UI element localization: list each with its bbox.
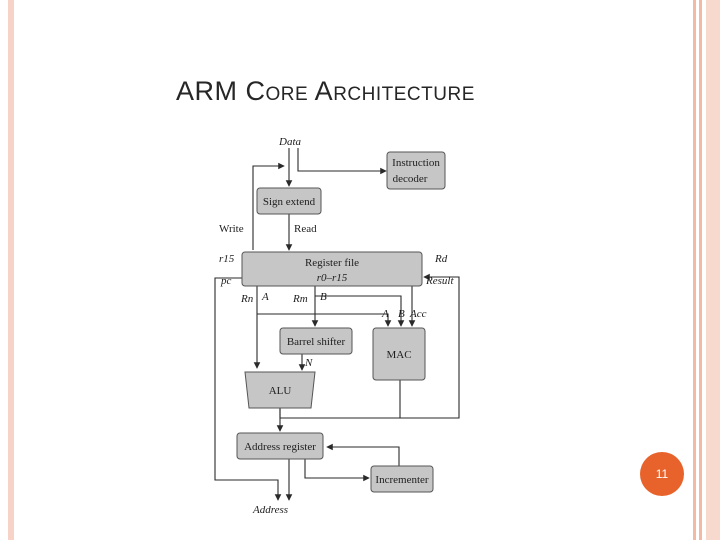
alu-block: ALU [244, 371, 316, 409]
left-frame-stripe [8, 0, 14, 540]
label-result: Result [425, 275, 454, 287]
title-part: ARM [176, 76, 246, 106]
wire-pc-to-address [214, 277, 282, 501]
wire-a-to-mac [257, 313, 392, 327]
address-register-block: Address register [236, 432, 324, 460]
block-label: decoder [393, 173, 428, 185]
label-b: B [320, 291, 327, 303]
label-r15: r15 [219, 253, 235, 265]
block-label: Barrel shifter [287, 336, 346, 348]
label-write: Write [219, 223, 244, 235]
label-pc: pc [220, 275, 232, 287]
label-acc: Acc [409, 308, 427, 320]
wire-data-to-decoder [297, 148, 387, 175]
sign-extend-block: Sign extend [256, 187, 322, 215]
mac-block: MAC [372, 327, 426, 381]
wire-address-to-incrementer [304, 459, 370, 482]
block-label: Register file [305, 257, 359, 269]
barrel-shifter-block: Barrel shifter [279, 327, 353, 355]
block-label: Sign extend [263, 196, 316, 208]
instruction-decoder-block: Instruction decoder [386, 151, 446, 190]
label-rd: Rd [434, 253, 448, 265]
wire-b-to-mac [315, 295, 405, 327]
block-label: Instruction [392, 157, 440, 169]
label-read: Read [294, 223, 317, 235]
label-address: Address [252, 504, 288, 516]
title-part: A [308, 76, 334, 106]
incrementer-block: Incrementer [370, 465, 434, 493]
title-part: Core [245, 76, 309, 106]
label-rn: Rn [240, 293, 254, 305]
block-label: Address register [244, 441, 316, 453]
right-frame-stripes [690, 0, 720, 540]
wire-incrementer-feedback [326, 443, 400, 466]
connection-wires [214, 148, 460, 501]
arm-core-diagram: Instruction decoder Sign extend Register… [214, 136, 460, 516]
block-label: ALU [269, 385, 292, 397]
page-number-badge: 11 [640, 452, 684, 496]
block-label: r0–r15 [317, 272, 348, 284]
block-label: Incrementer [375, 474, 428, 486]
label-mac-b: B [398, 308, 405, 320]
wire-write [252, 162, 285, 250]
label-a: A [261, 291, 269, 303]
register-file-block: Register file r0–r15 [241, 251, 423, 287]
slide-title: ARM Core Architecture [176, 76, 475, 107]
label-n: N [304, 357, 313, 369]
wire-labels: Data Write Read r15 pc Rd Result Rn A Rm… [219, 136, 454, 516]
label-rm: Rm [292, 293, 308, 305]
block-label: MAC [386, 349, 411, 361]
title-part: rchitecture [333, 76, 475, 106]
label-data: Data [278, 136, 302, 148]
label-mac-a: A [381, 308, 389, 320]
